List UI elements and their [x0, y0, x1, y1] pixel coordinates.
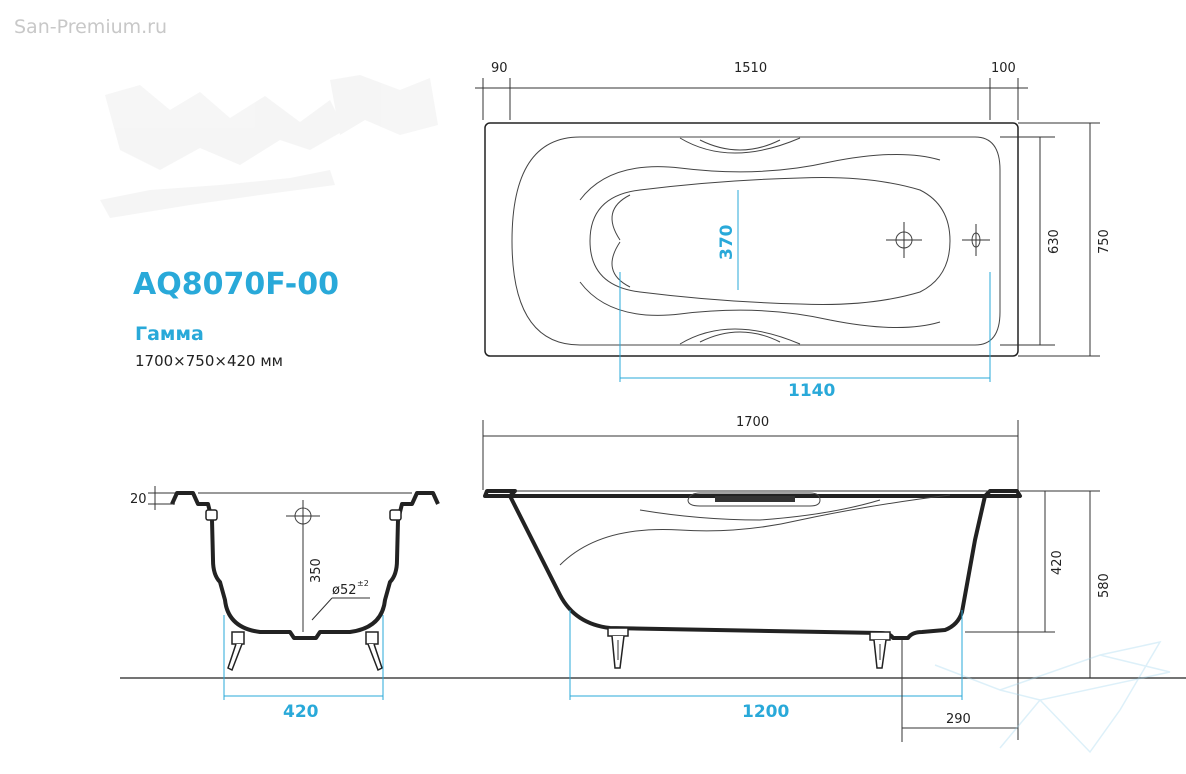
- top-outer-rim: [484, 122, 1019, 357]
- side-view: 1700 420 580 120: [120, 415, 1186, 742]
- dim-end-drain-tolerance: ±2: [357, 579, 369, 588]
- faded-logo: [100, 75, 438, 218]
- top-floor-outline: [589, 177, 951, 305]
- armrest-bottom: [679, 328, 801, 345]
- dim-side-depth: 420: [1050, 550, 1065, 575]
- product-model: AQ8070F-00: [133, 267, 339, 302]
- dim-end-legs: 420: [283, 702, 319, 722]
- dim-side-length: 1700: [736, 415, 769, 430]
- dim-end-rim: 20: [130, 492, 147, 507]
- end-leg-left: [227, 631, 245, 672]
- top-inner-bowl: [511, 136, 1001, 346]
- dim-side-height: 580: [1097, 573, 1112, 598]
- armrest-top: [679, 137, 801, 154]
- dim-side-legs: 1200: [742, 702, 789, 722]
- dim-top-right: 100: [991, 61, 1016, 76]
- dim-inner-width: 630: [1047, 229, 1062, 254]
- side-leg-right: [869, 631, 891, 669]
- dim-bottom-length: 1140: [788, 381, 835, 401]
- product-size: 1700×750×420 мм: [135, 352, 283, 370]
- side-tub-profile: [483, 489, 1022, 640]
- dim-top-middle: 1510: [734, 61, 767, 76]
- dim-outer-width: 750: [1097, 229, 1112, 254]
- end-leg-right: [365, 631, 383, 672]
- top-view: 90 1510 100 630 750: [475, 61, 1112, 401]
- end-view: 350 ø52 ±2 20 420: [130, 486, 440, 722]
- watermark-text: San-Premium.ru: [14, 16, 167, 38]
- dim-top-left: 90: [491, 61, 508, 76]
- dim-end-drain: ø52: [332, 583, 357, 598]
- brand-logo: [934, 640, 1171, 754]
- product-name: Гамма: [135, 323, 204, 345]
- dim-end-overflow: 350: [309, 558, 324, 583]
- dim-inner-length: 370: [717, 224, 737, 260]
- side-headrest: [687, 492, 821, 507]
- dim-drain-offset: 290: [946, 712, 971, 727]
- end-tub-profile: [170, 491, 440, 640]
- side-leg-left: [607, 627, 629, 669]
